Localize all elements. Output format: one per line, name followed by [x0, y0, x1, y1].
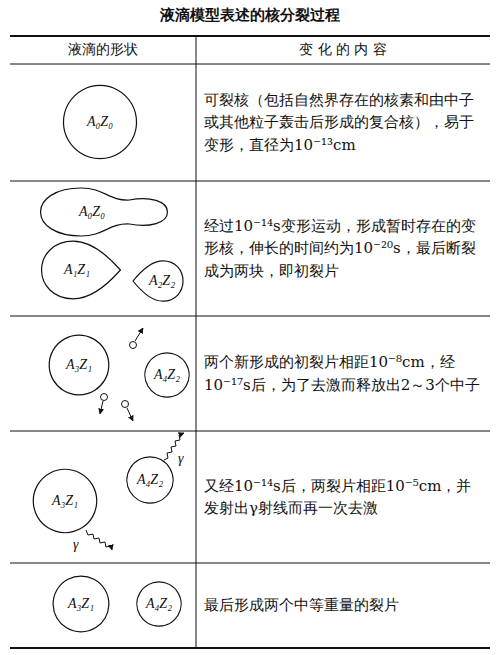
table-rule — [196, 36, 197, 648]
nuclide-symbol: A₃Z₁ — [68, 597, 94, 611]
nuclide-symbol: A₂Z₂ — [149, 274, 175, 288]
deformed-nucleus: A₀Z₀ — [38, 186, 170, 238]
table-rule — [10, 647, 490, 649]
nuclide-symbol: A₀Z₀ — [79, 205, 105, 219]
table-cell: 两个新形成的初裂片相距10⁻⁸cm，经10⁻¹⁷s后，为了去激而释放出2～3个中… — [204, 351, 484, 396]
table-cell-box: 两个新形成的初裂片相距10⁻⁸cm，经10⁻¹⁷s后，为了去激而释放出2～3个中… — [204, 316, 484, 431]
table-header: 变 化 的 内 容 — [196, 36, 490, 64]
nuclide-symbol: A₃Z₁ — [52, 494, 78, 508]
gamma-ray — [86, 530, 112, 550]
table-cell: 经过10⁻¹⁴s变形运动，形成暂时存在的变形核，伸长的时间约为10⁻²⁰s，最后… — [204, 215, 484, 283]
fragment-circle: A₄Z₂ — [136, 581, 182, 627]
table-rule — [10, 181, 490, 182]
nuclide-symbol: A₃Z₁ — [66, 358, 92, 372]
primary-fragment: A₂Z₂ — [132, 260, 184, 302]
table-cell: 最后形成两个中等重量的裂片 — [204, 594, 399, 617]
fragment-circle: A₃Z₁ — [32, 468, 98, 534]
nuclide-symbol: A₄Z₂ — [146, 597, 172, 611]
table-cell-box: 经过10⁻¹⁴s变形运动，形成暂时存在的变形核，伸长的时间约为10⁻²⁰s，最后… — [204, 181, 484, 316]
table-header: 液滴的形状 — [10, 36, 196, 64]
fragment-circle: A₃Z₁ — [52, 575, 110, 633]
nuclide-symbol: A₄Z₂ — [137, 473, 163, 487]
neutron — [100, 394, 108, 415]
table-cell: 又经10⁻¹⁴s后，两裂片相距10⁻⁵cm，并发射出γ射线而再一次去激 — [204, 475, 484, 520]
neutron — [122, 401, 134, 422]
table-cell-box: 最后形成两个中等重量的裂片 — [204, 563, 484, 648]
neutron — [130, 328, 144, 349]
table-cell: 可裂核（包括自然界存在的核素和由中子或其他粒子轰击后形成的复合核），易于变形，直… — [204, 89, 484, 157]
table-rule — [10, 35, 490, 37]
primary-fragment: A₁Z₁ — [40, 240, 122, 300]
table-rule — [10, 563, 490, 564]
table-cell-box: 可裂核（包括自然界存在的核素和由中子或其他粒子轰击后形成的复合核），易于变形，直… — [204, 64, 484, 181]
table-rule — [10, 431, 490, 432]
nuclide-symbol: A₄Z₂ — [154, 368, 180, 382]
title: 液滴模型表述的核分裂过程 — [0, 6, 500, 25]
fragment-circle: A₄Z₂ — [144, 352, 190, 398]
table-rule — [10, 316, 490, 317]
table-cell-box: 又经10⁻¹⁴s后，两裂片相距10⁻⁵cm，并发射出γ射线而再一次去激 — [204, 431, 484, 563]
table-rule — [10, 64, 490, 65]
fragment-circle: A₄Z₂ — [126, 456, 174, 504]
nuclide-symbol: A₁Z₁ — [64, 263, 90, 277]
fragment-circle: A₃Z₁ — [48, 334, 110, 396]
gamma-label: γ — [177, 452, 185, 466]
gamma-label: γ — [72, 538, 80, 552]
nuclide-symbol: A₀Z₀ — [87, 115, 113, 129]
fissile-nucleus: A₀Z₀ — [62, 84, 138, 160]
